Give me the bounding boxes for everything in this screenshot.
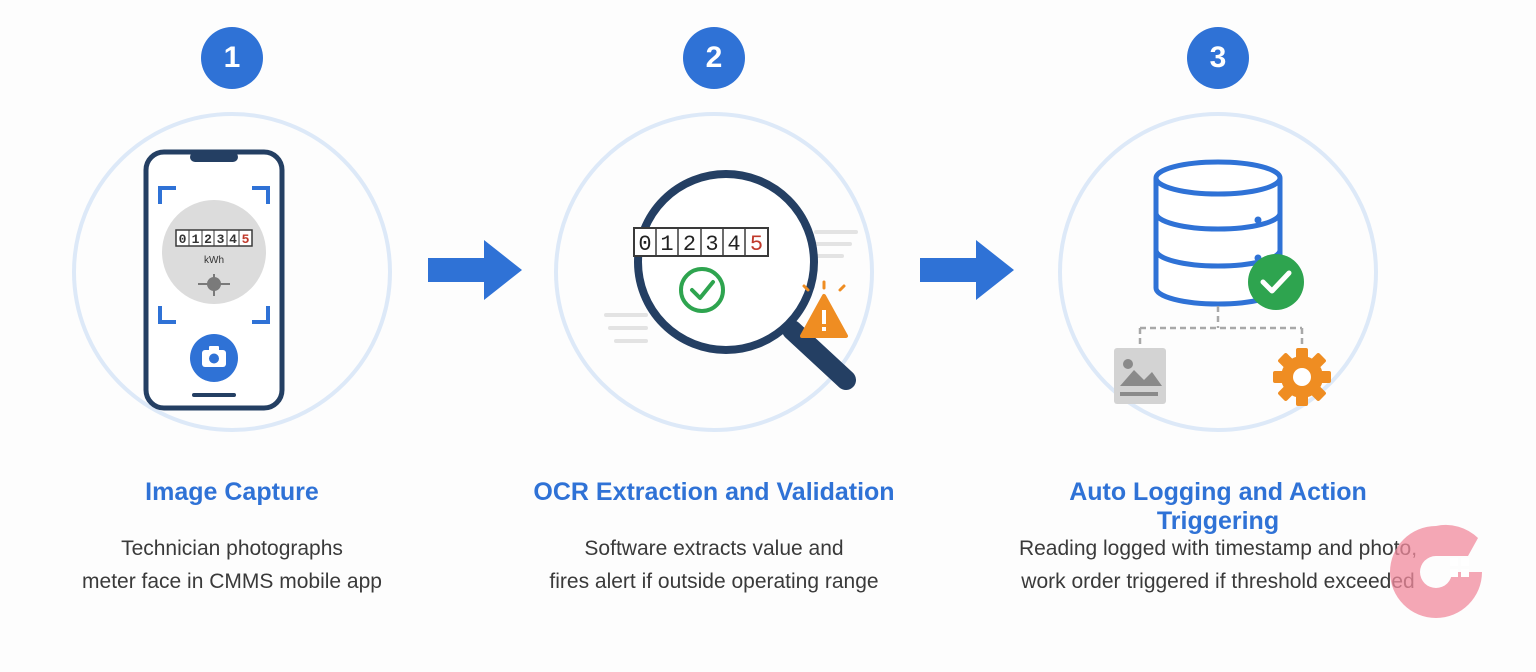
step-description-line: Technician photographs bbox=[121, 537, 343, 560]
ocr-digit-highlight: 5 bbox=[750, 232, 763, 257]
step-description: Software extracts value and fires alert … bbox=[504, 532, 924, 598]
meter-digit: 2 bbox=[204, 232, 212, 247]
ocr-validation-illustration: 0 1 2 3 4 5 bbox=[604, 170, 858, 390]
gear-icon bbox=[1273, 348, 1331, 406]
ocr-reading: 0 1 2 3 4 5 bbox=[633, 227, 769, 257]
magnifier-icon bbox=[634, 170, 856, 390]
meter-digit-highlight: 5 bbox=[242, 232, 250, 247]
step-description-line: Software extracts value and bbox=[584, 537, 844, 560]
step-description: Reading logged with timestamp and photo,… bbox=[1008, 532, 1428, 598]
step-number-badge: 2 bbox=[683, 27, 745, 89]
step-ocr-validation: 2 0 1 2 3 4 bbox=[504, 0, 924, 672]
step-description-line: fires alert if outside operating range bbox=[549, 570, 879, 593]
check-circle-icon bbox=[679, 267, 725, 313]
connector-lines bbox=[1138, 306, 1304, 348]
auto-logging-illustration bbox=[1114, 159, 1331, 406]
step-image-capture: 1 0 1 2 3 4 5 bbox=[22, 0, 442, 672]
ocr-digit: 4 bbox=[727, 232, 740, 257]
meter-unit-label: kWh bbox=[204, 255, 224, 266]
step-auto-logging: 3 bbox=[1008, 0, 1428, 672]
watermark-logo-icon bbox=[1390, 524, 1482, 618]
flow-arrow-icon bbox=[920, 240, 1014, 300]
step-description: Technician photographs meter face in CMM… bbox=[22, 532, 442, 598]
step-title: OCR Extraction and Validation bbox=[533, 478, 895, 506]
step-number-badge: 1 bbox=[201, 27, 263, 89]
meter-dial-icon: 0 1 2 3 4 5 kWh bbox=[162, 200, 266, 304]
ocr-digit: 1 bbox=[660, 232, 673, 257]
step-description-line: meter face in CMMS mobile app bbox=[82, 570, 382, 593]
step-description-line: work order triggered if threshold exceed… bbox=[1021, 570, 1415, 593]
step-title: Auto Logging and Action Triggering bbox=[1069, 478, 1367, 535]
ocr-digit: 3 bbox=[705, 232, 718, 257]
meter-digit: 4 bbox=[229, 232, 237, 247]
image-capture-illustration: 0 1 2 3 4 5 kWh bbox=[143, 149, 285, 411]
meter-digit: 3 bbox=[217, 232, 225, 247]
photo-icon bbox=[1114, 348, 1166, 404]
check-badge-icon bbox=[1248, 254, 1304, 310]
viewfinder-corners bbox=[158, 186, 270, 324]
step-number-badge: 3 bbox=[1187, 27, 1249, 89]
meter-digit: 0 bbox=[179, 232, 187, 247]
flow-arrow-icon bbox=[428, 240, 522, 300]
illustration-ring bbox=[554, 112, 874, 432]
ocr-digit: 0 bbox=[638, 232, 651, 257]
illustration-ring bbox=[1058, 112, 1378, 432]
step-description-line: Reading logged with timestamp and photo, bbox=[1018, 537, 1418, 560]
warning-icon bbox=[800, 280, 848, 338]
step-title: Image Capture bbox=[145, 478, 319, 506]
camera-icon bbox=[190, 334, 238, 382]
ocr-digit: 2 bbox=[683, 232, 696, 257]
motion-lines bbox=[604, 230, 858, 343]
illustration-ring bbox=[72, 112, 392, 432]
meter-digit: 1 bbox=[192, 232, 200, 247]
